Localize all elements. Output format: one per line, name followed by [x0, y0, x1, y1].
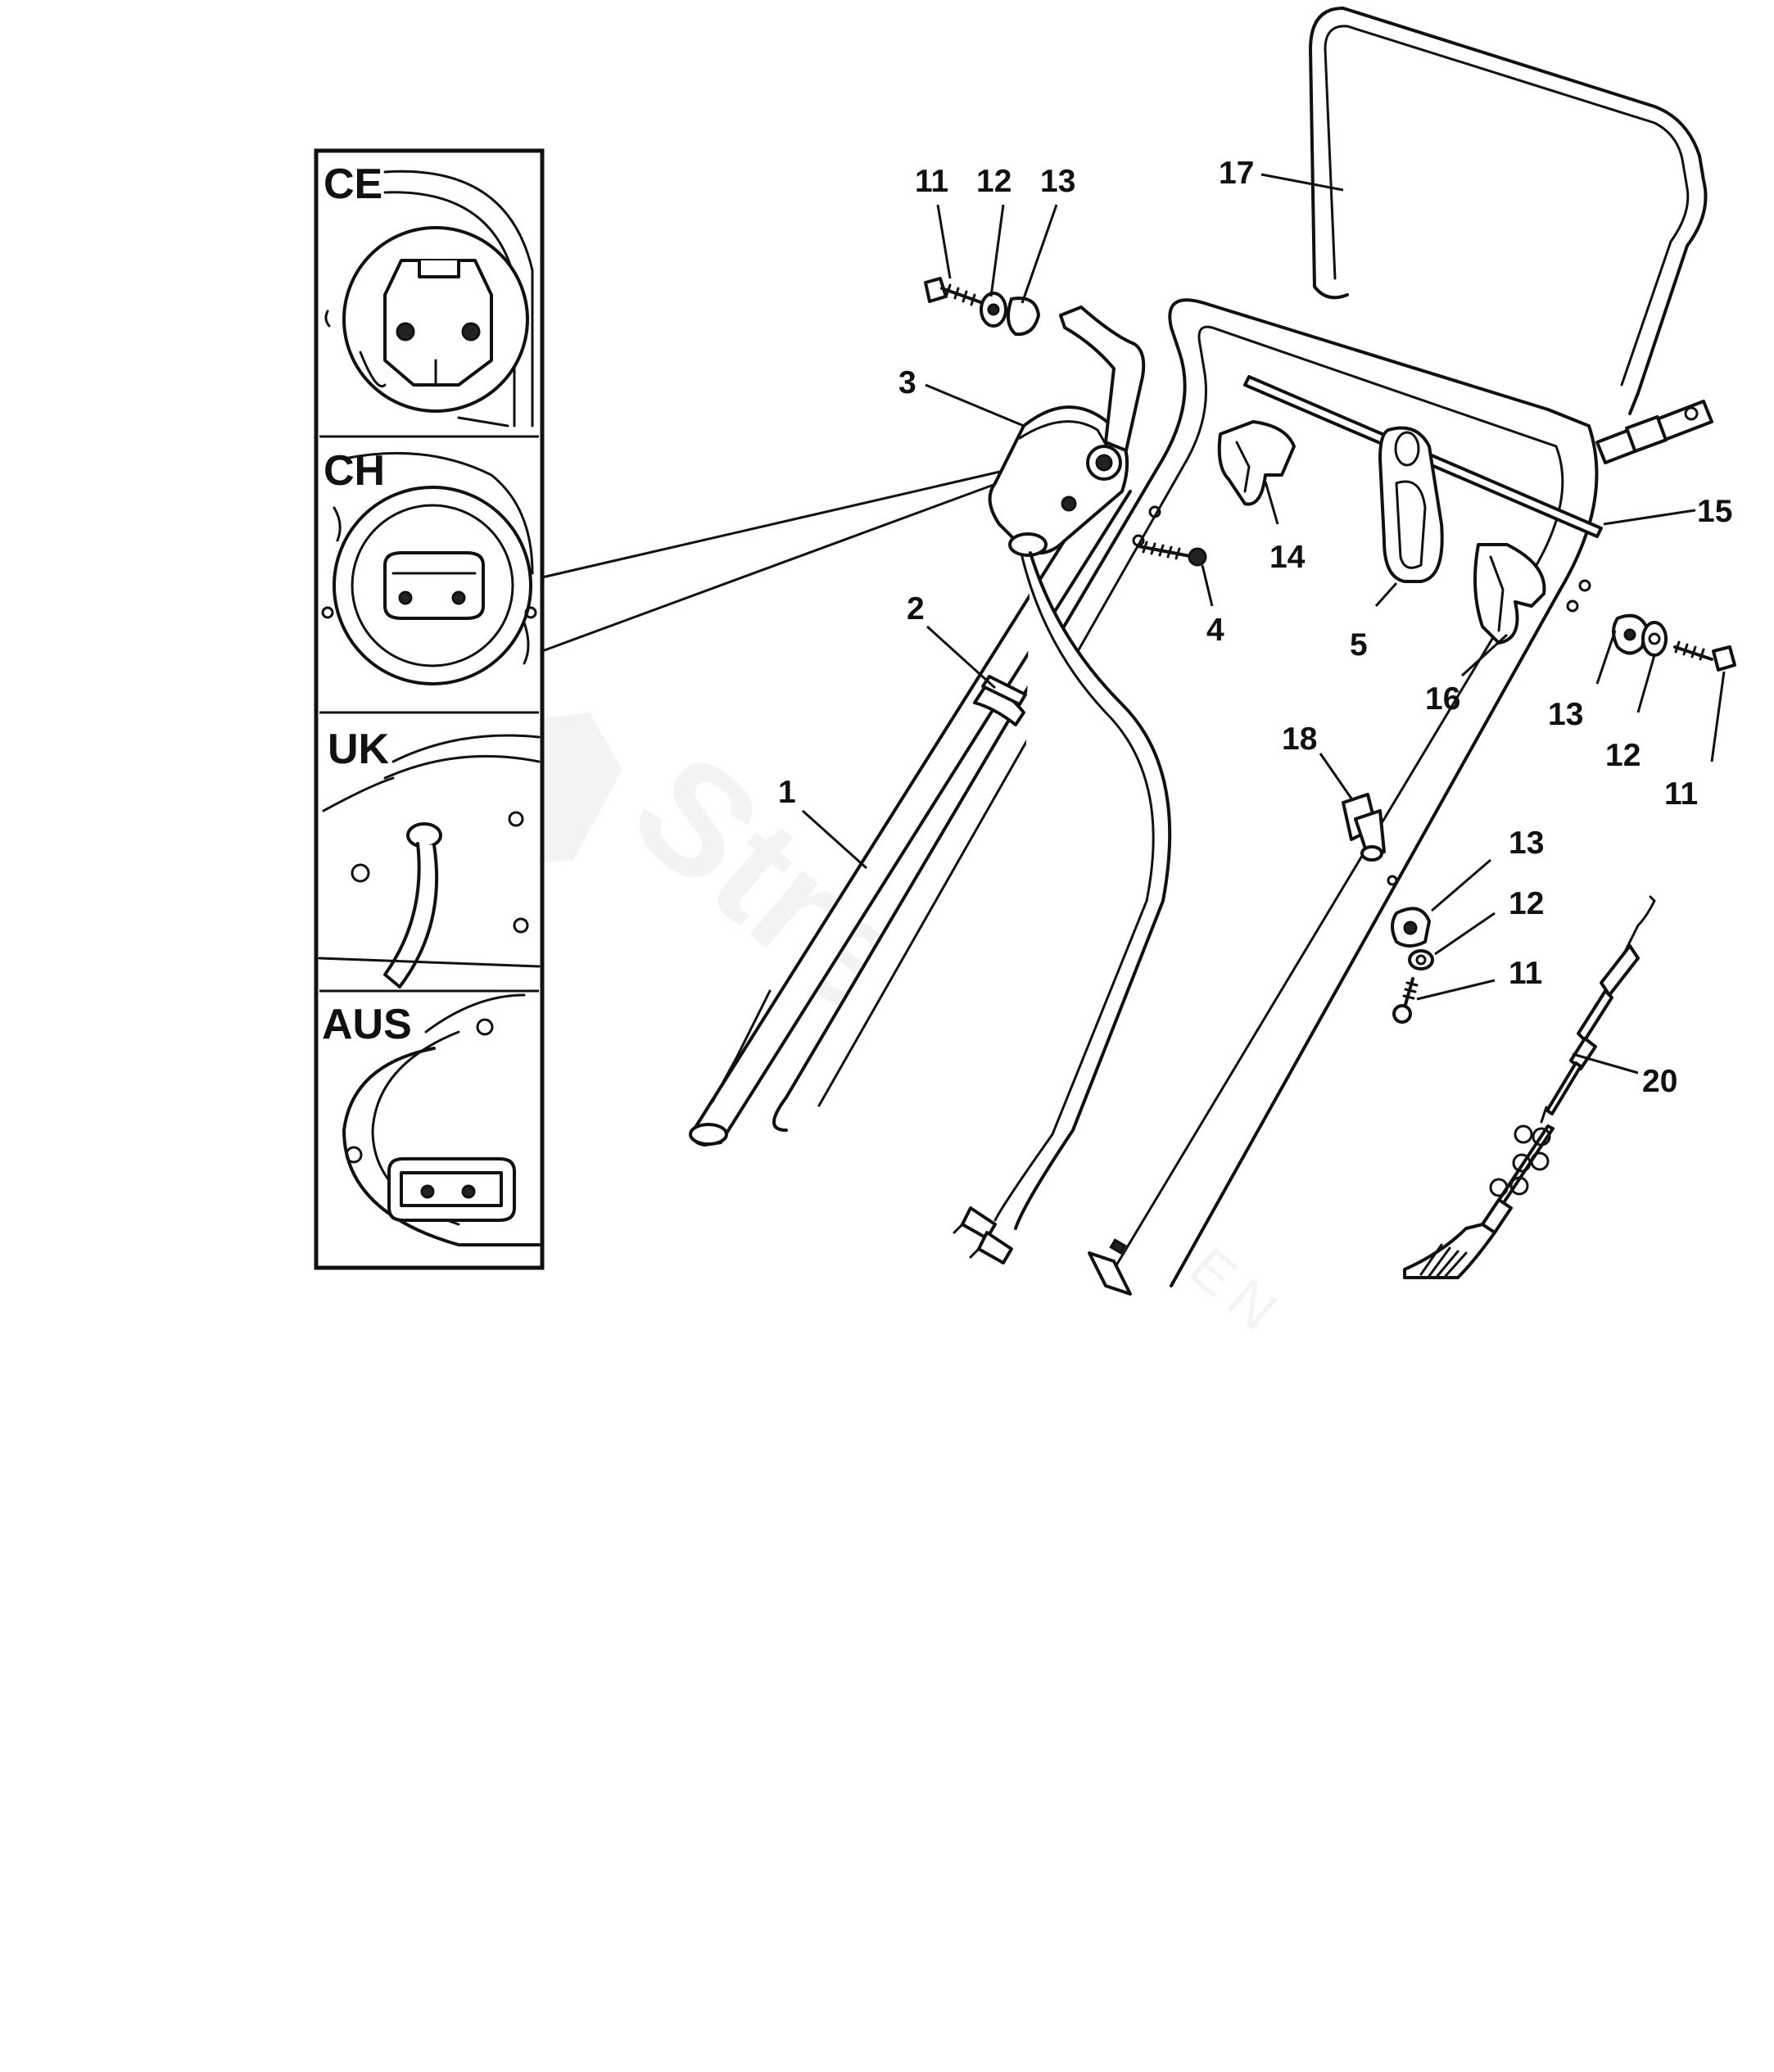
- callout-15: 15: [1697, 494, 1732, 529]
- callout-3: 3: [898, 365, 916, 400]
- inset-connector-line: [541, 477, 1010, 653]
- callout-12-right: 12: [1605, 738, 1640, 773]
- callout-labels: 11 12 13 17 3 2 1 4 14 5 16 15 13 12 11 …: [778, 156, 1732, 1099]
- callout-18: 18: [1282, 722, 1317, 757]
- fastener-set-low: [1391, 907, 1434, 1024]
- callout-13-low: 13: [1509, 826, 1544, 861]
- aus-socket-drawing: [342, 993, 541, 1246]
- leader-lines: [801, 173, 1726, 1074]
- callout-12-low: 12: [1509, 886, 1544, 921]
- callout-11-low: 11: [1509, 956, 1542, 991]
- switch-lever: [1059, 305, 1146, 452]
- grommet-part-18: [1342, 793, 1386, 862]
- clip-part-16: [1473, 543, 1546, 645]
- callout-20: 20: [1642, 1064, 1677, 1099]
- plug-variants-inset: CE CH UK: [314, 148, 1010, 1270]
- region-label-uk: UK: [328, 726, 390, 773]
- region-label-aus: AUS: [322, 1001, 412, 1048]
- bail-lever: [1309, 7, 1708, 415]
- inset-connector-line: [541, 469, 1004, 579]
- callout-13-right: 13: [1548, 697, 1583, 732]
- callout-1: 1: [778, 775, 796, 810]
- power-cable: [1014, 551, 1172, 1230]
- callout-4: 4: [1206, 613, 1224, 648]
- uk-socket-drawing: [318, 734, 541, 988]
- callout-11-top: 11: [915, 164, 948, 199]
- switch-box: [988, 405, 1129, 554]
- cable-guide: [1378, 426, 1444, 583]
- callout-11-right: 11: [1664, 776, 1698, 812]
- region-label-ch: CH: [324, 447, 385, 495]
- screw-part-4: [1137, 541, 1207, 567]
- fastener-set-top: [924, 277, 1040, 337]
- handle-assembly: [689, 7, 1736, 1296]
- region-label-ce: CE: [324, 161, 382, 208]
- callout-2: 2: [907, 591, 925, 627]
- callout-5: 5: [1350, 627, 1368, 663]
- ch-socket-drawing: [321, 451, 537, 685]
- callout-16: 16: [1425, 681, 1460, 717]
- callout-14: 14: [1269, 540, 1306, 575]
- callout-12-top: 12: [976, 164, 1011, 199]
- ce-socket-drawing: [324, 170, 534, 428]
- callout-13-top: 13: [1040, 164, 1075, 199]
- callout-17: 17: [1219, 156, 1254, 191]
- drive-cable-part-20: [1403, 895, 1656, 1279]
- upper-handle-frame: [772, 298, 1599, 1287]
- fastener-set-right: [1612, 613, 1736, 672]
